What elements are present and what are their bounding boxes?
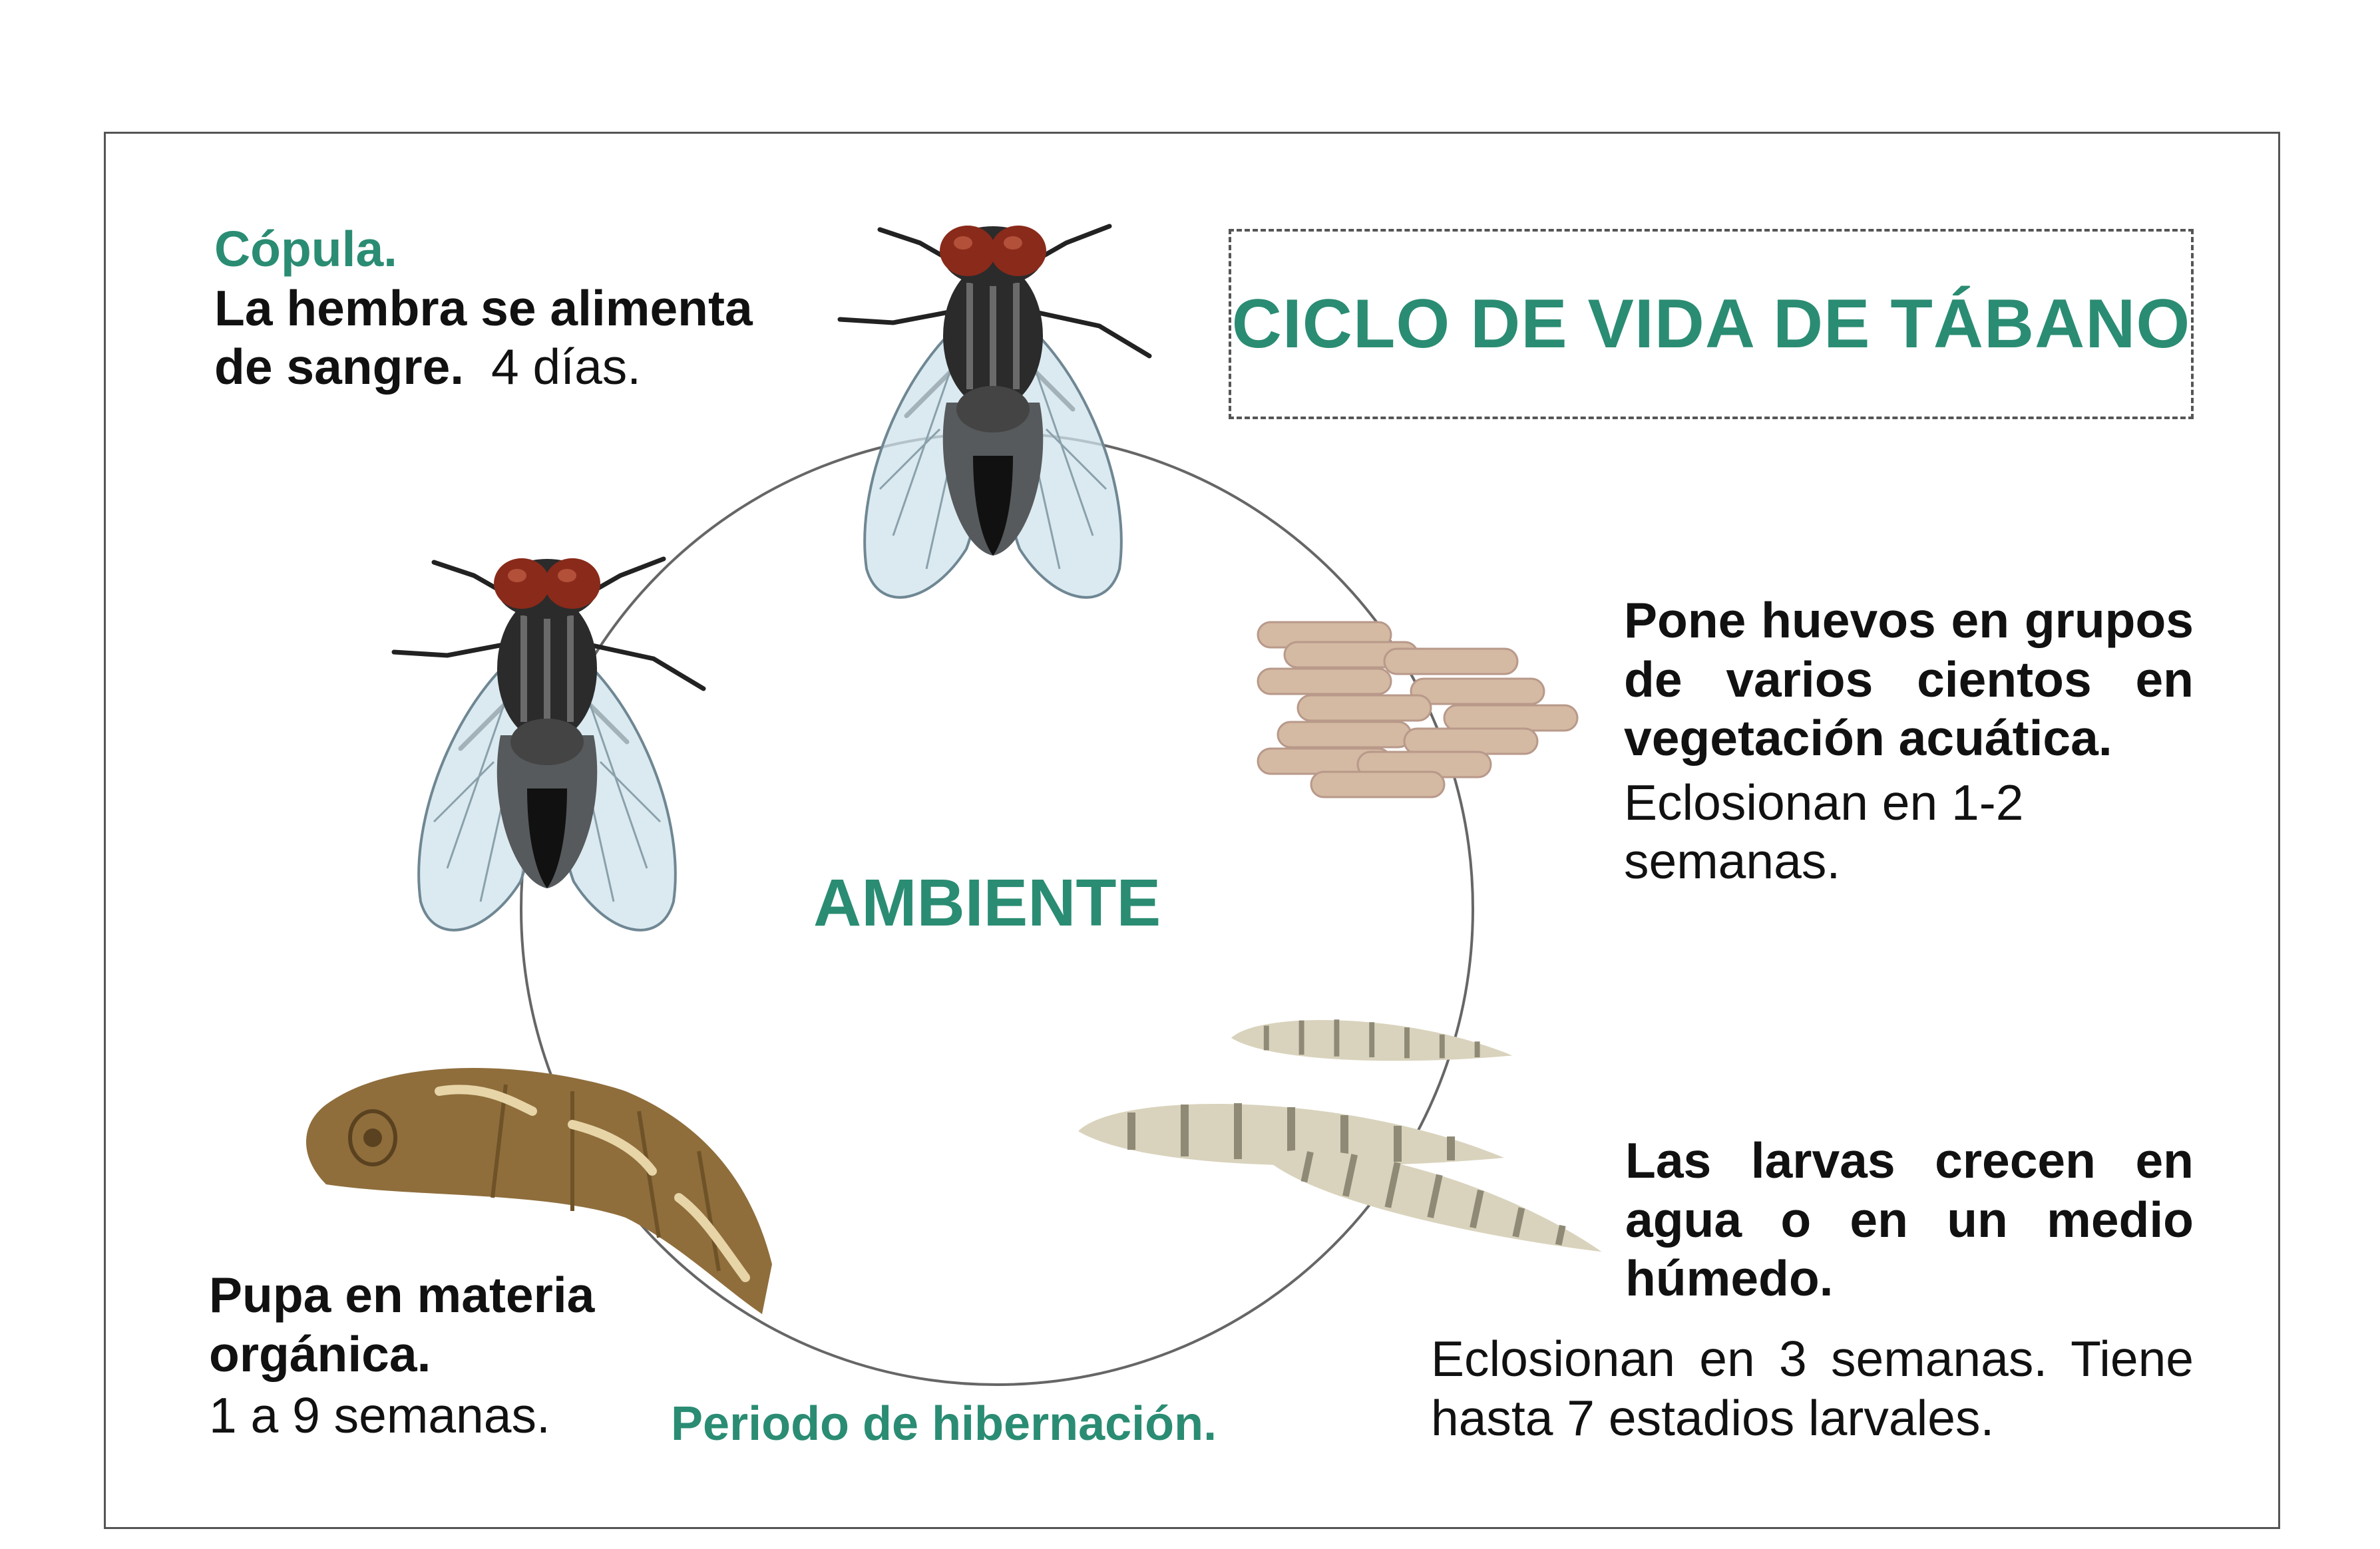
fly-icon <box>394 558 703 930</box>
larvae-text-line1: Las larvas crecen en <box>1625 1132 2194 1188</box>
hibernation-note: Periodo de hibernación. <box>671 1397 1217 1451</box>
larvae-text-line3: húmedo. <box>1625 1250 1834 1306</box>
copula-text-line1: La hembra se alimenta <box>214 279 753 336</box>
diagram-title: CICLO DE VIDA DE TÁBANO <box>1231 285 2191 363</box>
larvae-text-line2: agua o en un medio <box>1625 1191 2194 1248</box>
eggs-text-line3: vegetación acuática. <box>1624 710 2112 766</box>
pupa-text-line2: orgánica. <box>209 1325 431 1382</box>
copula-duration: 4 días. <box>491 339 642 395</box>
diagram-frame <box>104 132 2280 1529</box>
larvae-block: Las larvas crecen en agua o en un medio … <box>1625 1131 2194 1308</box>
eggs-detail-line1: Eclosionan en 1-2 <box>1624 774 2024 830</box>
larvae-detail-line1: Eclosionan en 3 semanas. Tiene <box>1431 1331 2194 1387</box>
pupa-icon <box>306 1068 772 1314</box>
larvae-icon <box>1078 1019 1611 1258</box>
fly-icon <box>840 226 1149 598</box>
eggs-text-line1: Pone huevos en grupos <box>1624 592 2194 648</box>
center-label: AMBIENTE <box>813 866 1161 940</box>
eggs-icon <box>1257 621 1579 798</box>
eggs-block: Pone huevos en grupos de varios cientos … <box>1624 591 2194 891</box>
pupa-block: Pupa en materia orgánica. 1 a 9 semanas. <box>209 1266 594 1445</box>
copula-block: Cópula. La hembra se alimenta de sangre.… <box>214 220 753 397</box>
copula-heading: Cópula. <box>214 221 397 277</box>
eggs-detail-line2: semanas. <box>1624 833 1841 889</box>
larvae-detail: Eclosionan en 3 semanas. Tiene hasta 7 e… <box>1431 1329 2194 1447</box>
pupa-duration: 1 a 9 semanas. <box>209 1387 550 1443</box>
copula-text-line2: de sangre. <box>214 339 465 395</box>
eggs-text-line2: de varios cientos en <box>1624 651 2194 707</box>
title-box: CICLO DE VIDA DE TÁBANO <box>1229 229 2194 419</box>
pupa-text-line1: Pupa en materia <box>209 1267 595 1323</box>
larvae-detail-line2: hasta 7 estadios larvales. <box>1431 1389 1995 1446</box>
